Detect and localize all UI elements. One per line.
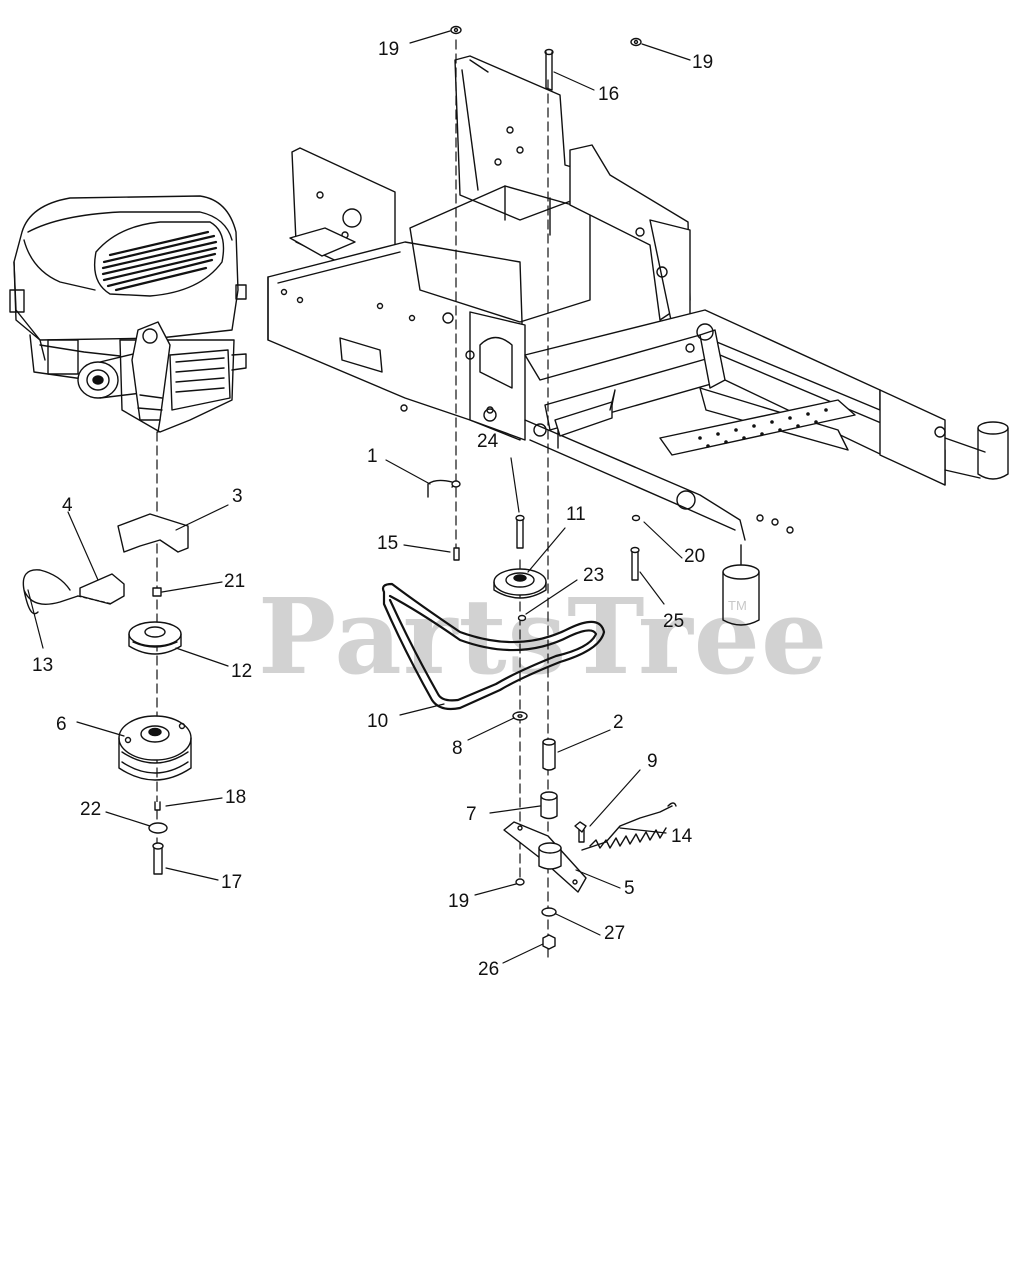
callout-18: 18: [225, 787, 247, 808]
callout-17: 17: [221, 872, 243, 893]
callout-4: 4: [62, 495, 73, 516]
callout-5: 5: [624, 878, 635, 899]
callout-9: 9: [647, 751, 658, 772]
callout-3: 3: [232, 486, 243, 507]
callout-19-lower: 19: [448, 891, 470, 912]
callout-6: 6: [56, 714, 67, 735]
clip-1: [427, 479, 456, 498]
callout-27: 27: [604, 923, 626, 944]
callout-2: 2: [613, 712, 624, 733]
callout-1: 1: [367, 446, 378, 467]
callout-23: 23: [583, 565, 605, 586]
leader-lines: [27, 30, 691, 964]
callout-16: 16: [598, 84, 620, 105]
callout-21: 21: [224, 571, 246, 592]
watermark-trademark: TM: [728, 598, 747, 613]
nut-19-top: [450, 25, 462, 35]
pulley-12: [128, 621, 182, 655]
callout-7: 7: [466, 804, 477, 825]
callout-24: 24: [477, 431, 499, 452]
callout-8: 8: [452, 738, 463, 759]
idler-arm-5: [503, 821, 587, 893]
engine-illustration: [9, 195, 247, 433]
spring-14: [581, 802, 677, 851]
callout-22: 22: [80, 799, 102, 820]
watermark-text: PartsTree: [258, 575, 829, 698]
bracket-4: [79, 573, 125, 605]
clutch-6: [118, 715, 192, 781]
callout-25: 25: [663, 611, 685, 632]
callout-10: 10: [367, 711, 389, 732]
callout-14: 14: [671, 826, 693, 847]
callout-13: 13: [32, 655, 54, 676]
callout-19-top: 19: [378, 39, 400, 60]
bolt-16: [544, 48, 554, 91]
idler-pulley-11: [493, 568, 547, 599]
callout-26: 26: [478, 959, 500, 980]
callout-12: 12: [231, 661, 253, 682]
belt-10: [381, 582, 606, 711]
nut-19-right: [630, 37, 642, 47]
callout-11: 11: [566, 504, 586, 525]
callout-19-right: 19: [692, 52, 714, 73]
callout-20: 20: [684, 546, 706, 567]
frame-illustration: [267, 55, 1009, 626]
tie-13: [22, 569, 79, 615]
callout-15: 15: [377, 533, 399, 554]
bracket-3: [117, 513, 189, 553]
